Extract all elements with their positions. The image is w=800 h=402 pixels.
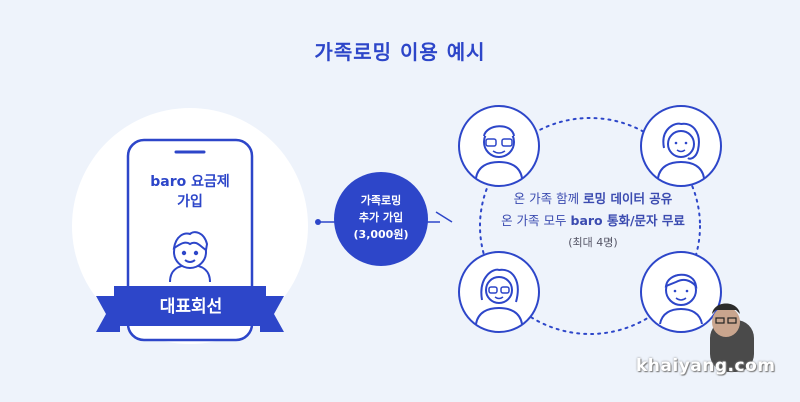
mom-icon	[640, 105, 722, 187]
page-title: 가족로밍 이용 예시	[314, 40, 486, 64]
middle-circle	[334, 172, 428, 266]
child-icon	[640, 251, 722, 333]
plan-join: 가입	[177, 194, 203, 210]
plan-name: baro 요금제	[150, 174, 230, 190]
badge-line-3: (3,000원)	[353, 228, 409, 241]
family-roaming-badge: 가족로밍 추가 가입 (3,000원)	[336, 192, 426, 243]
phone-plan-text: baro 요금제 가입	[130, 172, 250, 212]
representative-line-label: 대표회선	[159, 297, 223, 317]
dad-icon	[458, 105, 540, 187]
badge-line-1: 가족로밍	[360, 194, 402, 207]
grandma-icon	[458, 251, 540, 333]
watermark-text: khaiyang.com	[636, 356, 776, 376]
badge-line-2: 추가 가입	[358, 211, 404, 224]
watermark-caricature-icon	[710, 303, 754, 372]
person-icon-representative	[169, 231, 211, 283]
benefit-2: 온 가족 모두 baro 통화/문자 무료	[501, 213, 685, 228]
benefit-1: 온 가족 함께 로밍 데이터 공유	[513, 191, 673, 206]
max-members-note: (최대 4명)	[568, 236, 618, 249]
ribbon	[96, 286, 284, 332]
benefits-text: 온 가족 함께 로밍 데이터 공유 온 가족 모두 baro 통화/문자 무료 …	[478, 188, 708, 254]
